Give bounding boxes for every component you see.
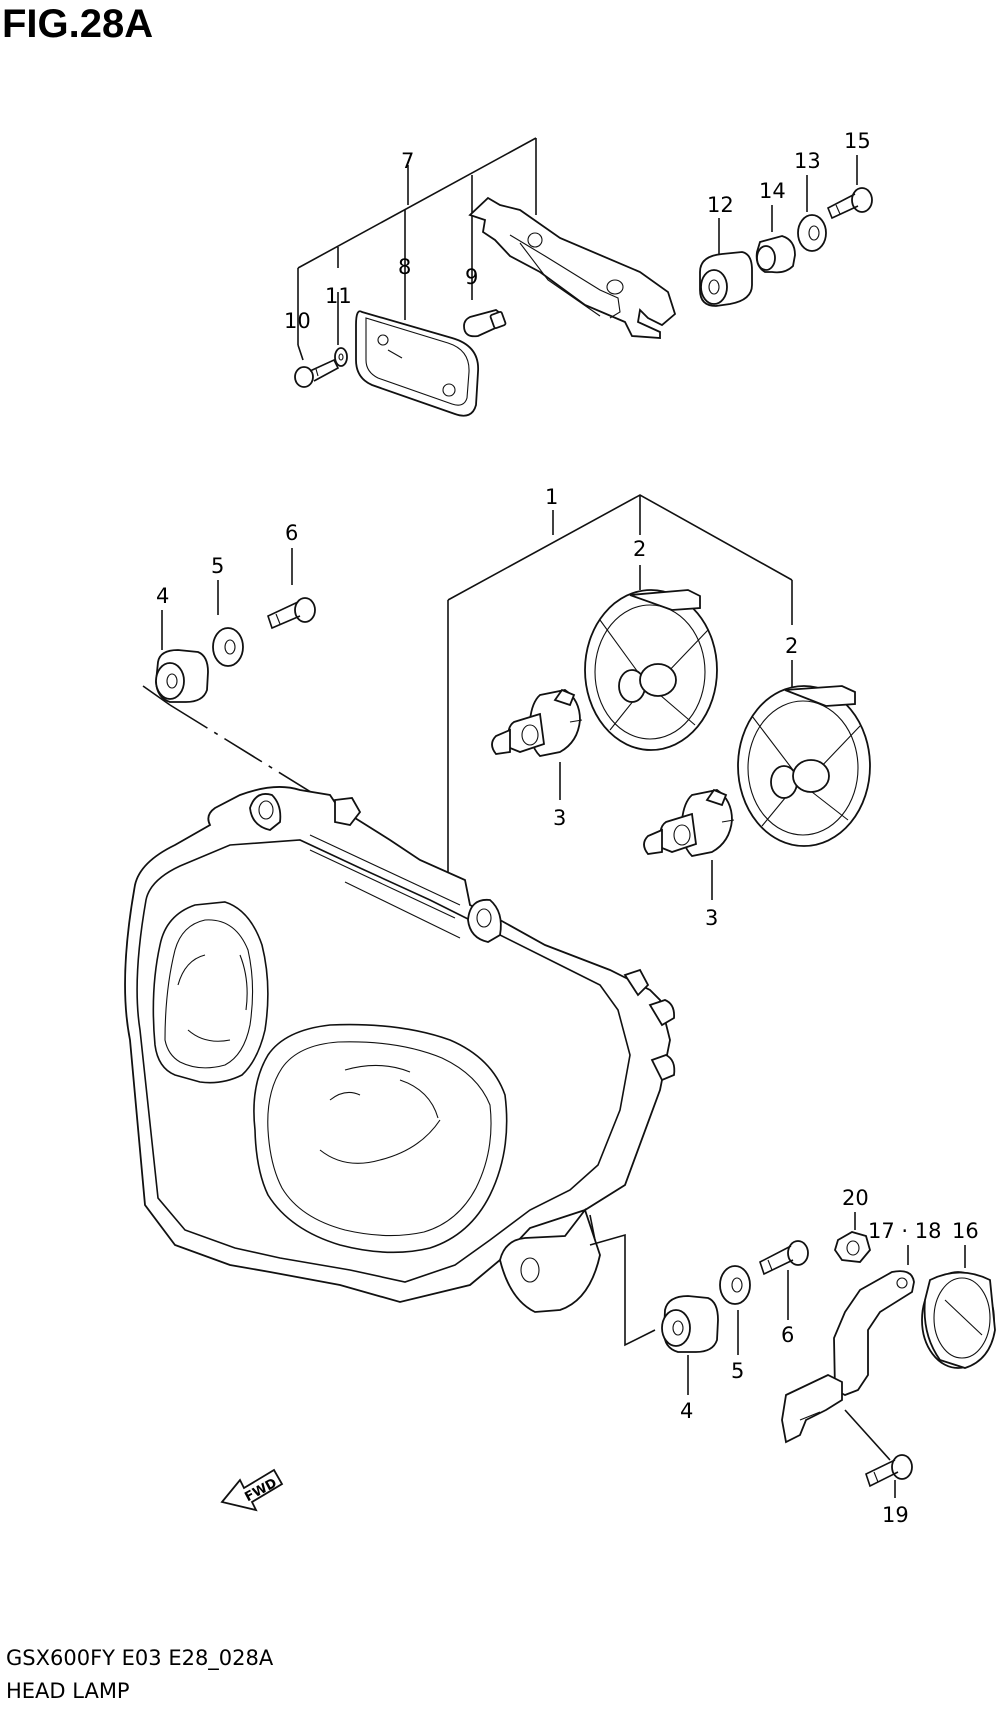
bulb-part-3-lower xyxy=(643,788,735,900)
callout-5-lower: 5 xyxy=(731,1359,744,1383)
callout-3-upper: 3 xyxy=(553,806,566,830)
headlamp-housing-part-1 xyxy=(124,786,676,1313)
fwd-arrow-icon: FWD xyxy=(220,1468,284,1512)
callout-labels: 1 2 2 3 3 4 4 5 5 6 6 7 8 9 10 11 12 13 … xyxy=(156,129,979,1527)
callout-11: 11 xyxy=(325,284,352,308)
reflector-part-2-upper xyxy=(584,589,718,751)
collar-part-14 xyxy=(755,205,796,274)
washer-part-5-lower xyxy=(719,1265,751,1355)
callout-2-upper: 2 xyxy=(633,537,646,561)
leader-line-lower-mount xyxy=(589,1214,656,1347)
bulb-part-3-upper xyxy=(491,688,583,800)
reflector-part-2-lower xyxy=(737,685,871,847)
screw-part-15 xyxy=(826,155,873,220)
washer-part-11 xyxy=(334,292,348,367)
callout-17-18: 17 · 18 xyxy=(868,1219,941,1243)
grommet-part-12 xyxy=(699,218,753,307)
figure-code: GSX600FY E03 E28_028A xyxy=(6,1646,274,1670)
cap-part-16 xyxy=(921,1245,996,1369)
callout-13: 13 xyxy=(794,149,821,173)
nut-part-20 xyxy=(834,1212,871,1263)
callout-9: 9 xyxy=(465,265,478,289)
callout-1: 1 xyxy=(545,485,558,509)
callout-7: 7 xyxy=(401,149,414,173)
callout-6-upper: 6 xyxy=(285,521,298,545)
callout-5-upper: 5 xyxy=(211,554,224,578)
callout-20: 20 xyxy=(842,1186,869,1210)
callout-16: 16 xyxy=(952,1219,979,1243)
callout-4-upper: 4 xyxy=(156,584,169,608)
leader-lines-1 xyxy=(447,494,793,925)
bracket-part-17-18 xyxy=(781,1245,915,1444)
callout-15: 15 xyxy=(844,129,871,153)
washer-part-5-upper xyxy=(212,627,244,667)
callout-6-lower: 6 xyxy=(781,1323,794,1347)
callout-2-lower: 2 xyxy=(785,634,798,658)
lens-part-8 xyxy=(355,310,479,417)
callout-4-lower: 4 xyxy=(680,1399,693,1423)
callout-12: 12 xyxy=(707,193,734,217)
grommet-part-4-lower xyxy=(661,1295,719,1395)
washer-part-13 xyxy=(797,175,827,252)
screw-part-6-lower xyxy=(759,1240,809,1320)
callout-3-lower: 3 xyxy=(705,906,718,930)
callout-8: 8 xyxy=(398,255,411,279)
screw-part-10 xyxy=(294,358,340,388)
screw-part-6-upper xyxy=(267,597,316,630)
leader-lines-7 xyxy=(297,137,537,361)
figure-title: FIG.28A xyxy=(2,2,154,46)
grommet-part-4-upper xyxy=(155,649,209,703)
socket-holder-part-7 xyxy=(468,196,677,339)
figure-name: HEAD LAMP xyxy=(6,1679,130,1703)
bulb-part-9 xyxy=(463,290,507,338)
callout-19: 19 xyxy=(882,1503,909,1527)
screw-part-19 xyxy=(844,1409,913,1498)
callout-10: 10 xyxy=(284,309,311,333)
callout-14: 14 xyxy=(759,179,786,203)
